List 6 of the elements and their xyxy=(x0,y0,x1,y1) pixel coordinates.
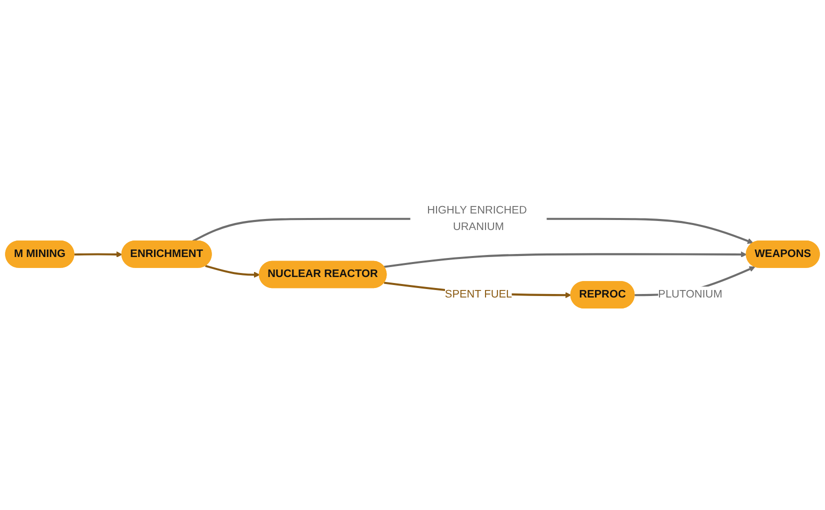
edge-label: SPENT FUEL xyxy=(444,288,512,300)
edge-label: PLUTONIUM xyxy=(658,288,722,300)
arrow xyxy=(74,251,122,258)
edge-label: HIGHLY ENRICHED URANIUM xyxy=(427,204,527,232)
arrow xyxy=(384,251,747,268)
arrow xyxy=(205,264,260,278)
